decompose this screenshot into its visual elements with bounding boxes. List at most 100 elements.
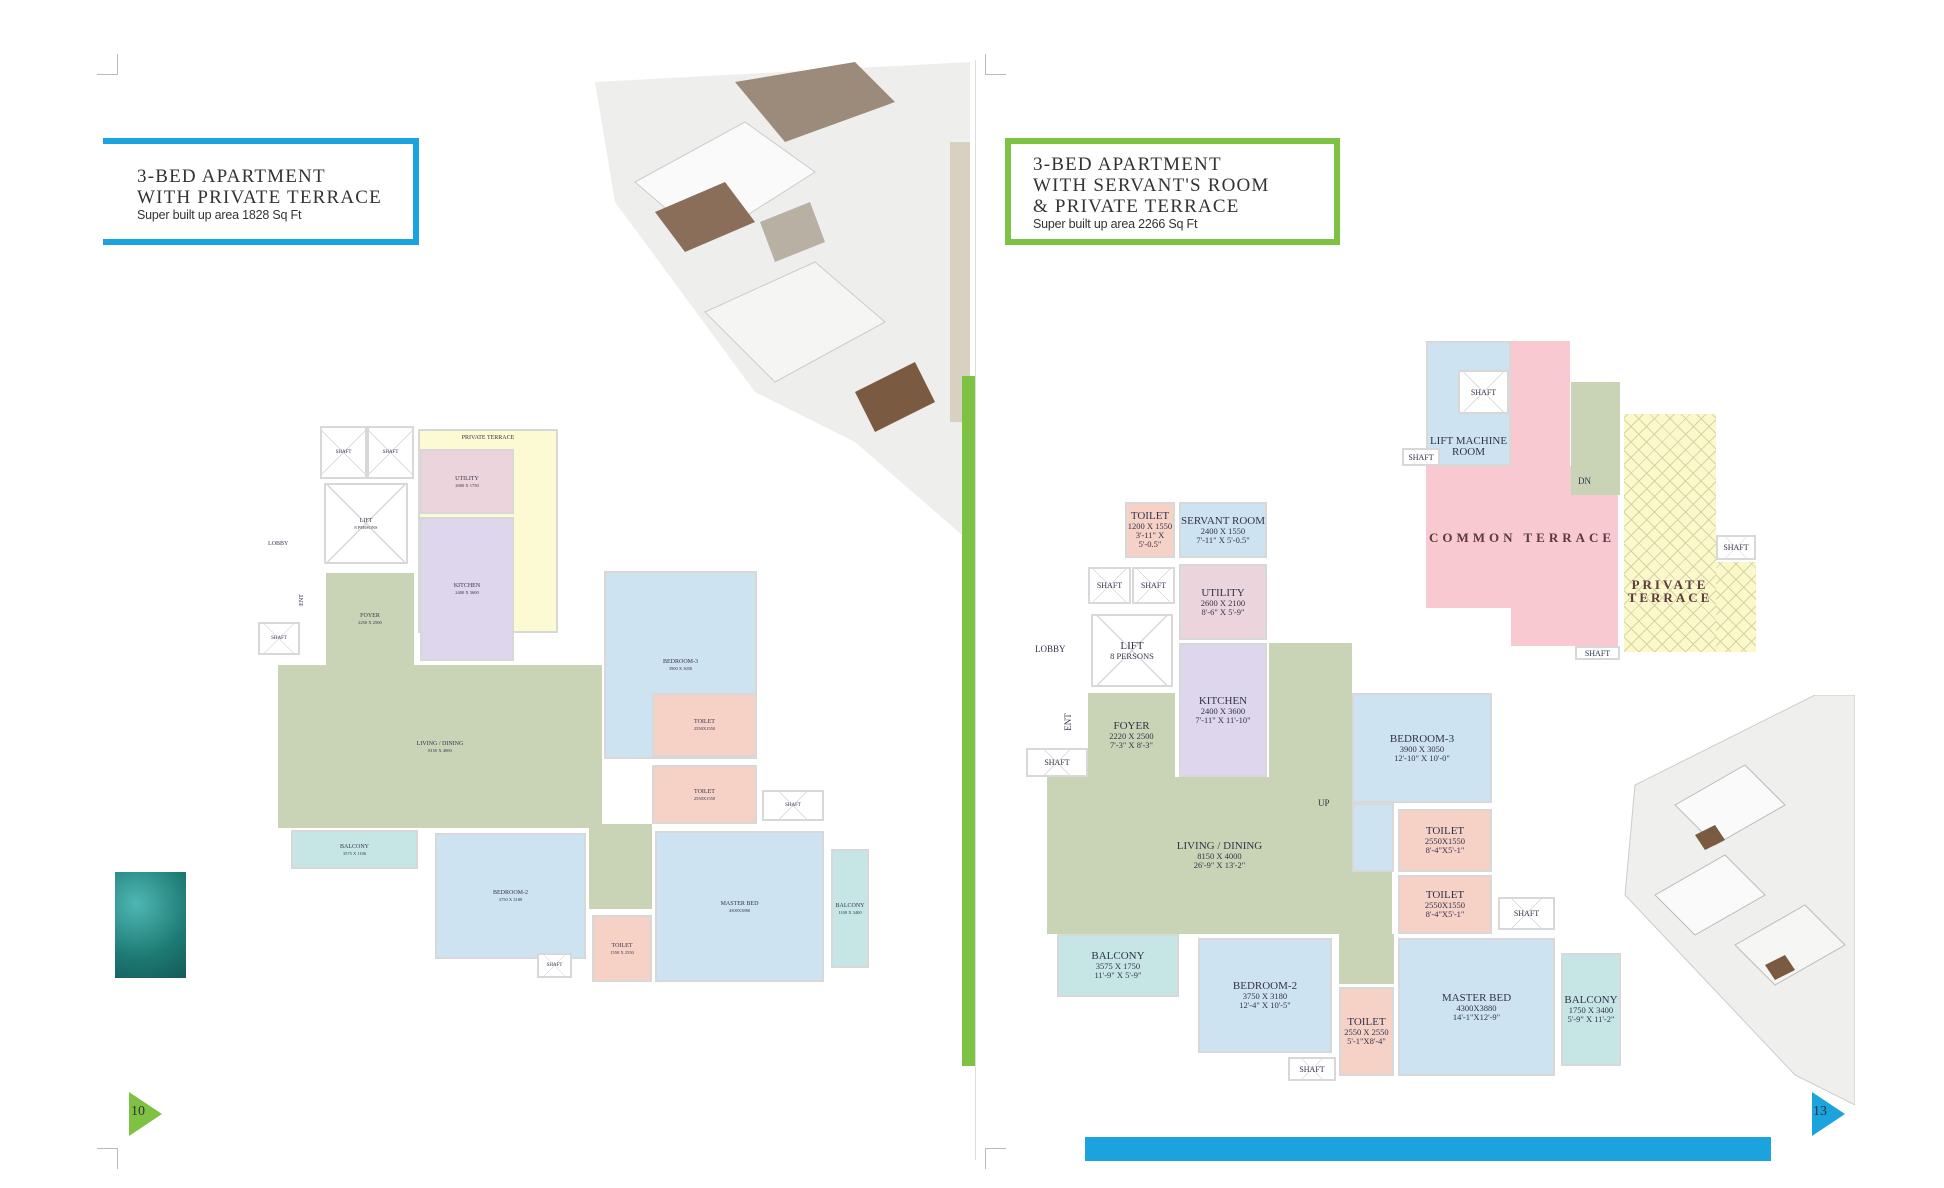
room-shaft: SHAFT <box>367 426 414 479</box>
crop-mark <box>97 54 118 75</box>
room-shaft: SHAFT <box>258 622 300 655</box>
right-page-number: 13 <box>1813 1104 1827 1119</box>
room-dimensions-mm: 3900 X 3050 <box>1399 743 1445 754</box>
room-dimensions-ft: 7'-3" X 8'-3" <box>1109 739 1154 750</box>
room-dimensions-ft: 14'-1"X12'-9" <box>1452 1011 1501 1022</box>
right-lobby-label: LOBBY <box>1035 644 1066 654</box>
room-dimensions-mm: 2250 X 2500 <box>358 620 382 625</box>
room-dimensions-mm: 2550 X 2550 <box>1344 1027 1389 1037</box>
room-name: LIFT <box>359 517 373 524</box>
room-shaft: SHAFT <box>1575 646 1620 660</box>
room-dimensions-mm: 8 PERSONS <box>354 524 378 530</box>
room-name: KITCHEN <box>453 583 481 589</box>
room-name: BALCONY <box>339 843 369 850</box>
room-dimensions-mm: 8 PERSONS <box>1110 650 1154 661</box>
room-name: FOYER <box>360 613 380 619</box>
room-name: SHAFT <box>1584 648 1611 658</box>
room-name: TOILET <box>1347 1016 1386 1028</box>
room-living <box>1339 934 1394 984</box>
room-name: SHAFT <box>335 450 352 455</box>
room-dimensions-ft: 12'-10" X 10'-0" <box>1394 752 1450 763</box>
room-shaft: SHAFT <box>1458 370 1509 414</box>
room-dimensions-ft: 8'-6" X 5'-9" <box>1201 606 1245 617</box>
room-dimensions-mm: 2550X1550 <box>693 795 716 801</box>
right-entrance-label: ENT <box>1062 713 1073 731</box>
room-shaft: SHAFT <box>320 426 367 479</box>
room-shaft: SHAFT <box>1288 1057 1336 1081</box>
room-name: BEDROOM-2 <box>492 890 528 896</box>
room-name: SHAFT <box>1513 909 1540 918</box>
room-name: BALCONY <box>1564 994 1618 1006</box>
right-title-line-2: WITH SERVANT'S ROOM <box>1033 175 1270 196</box>
room-dimensions-mm: 2400 X 1550 <box>1200 525 1246 536</box>
right-title-box: 3-BED APARTMENT WITH SERVANT'S ROOM & PR… <box>1005 138 1340 245</box>
room-hatch <box>1716 562 1756 652</box>
room-name: LIFT MACHINE ROOM <box>1429 435 1508 458</box>
room-name: TOILET <box>1130 510 1170 522</box>
room-name: TOILET <box>694 788 715 795</box>
room-private-terrace: PRIVATE TERRACE <box>1624 414 1716 652</box>
room-shaft: SHAFT <box>762 790 824 821</box>
room-name: TOILET <box>1425 825 1465 837</box>
left-title-line-1: 3-BED APARTMENT <box>137 166 326 187</box>
room-dimensions-mm: 2220 X 2500 <box>1109 730 1154 741</box>
room-dimensions-mm: 4300X3880 <box>728 907 751 913</box>
crop-mark <box>985 1148 1006 1169</box>
room-name: SERVANT ROOM <box>1181 514 1265 527</box>
room-shaft: SHAFT <box>1026 748 1088 777</box>
room-dimensions-ft: 5'-1"X8'-4" <box>1347 1036 1386 1046</box>
room-name: BEDROOM-3 <box>662 659 698 665</box>
left-page-number: 10 <box>131 1104 145 1119</box>
room-dimensions-ft: 5'-9" X 11'-2" <box>1567 1014 1615 1024</box>
right-page-marker <box>1812 1092 1845 1136</box>
room-name: SHAFT <box>1044 758 1070 767</box>
room-dimensions-mm: 2600 X 1750 <box>455 482 479 488</box>
room-living <box>589 824 652 909</box>
room-name: SHAFT <box>1140 581 1167 590</box>
green-accent-bar <box>962 376 975 1066</box>
room-shaft: SHAFT <box>1498 897 1555 930</box>
room-name: KITCHEN <box>1198 694 1248 707</box>
room-dimensions-mm: 4300X3880 <box>1456 1002 1497 1013</box>
right-subtitle: Super built up area 2266 Sq Ft <box>1033 217 1198 231</box>
room-name: SHAFT <box>546 963 563 968</box>
crop-mark <box>985 54 1006 75</box>
room-name: SHAFT <box>1470 387 1497 397</box>
room-name: PRIVATE TERRACE <box>461 435 515 441</box>
room-name: SHAFT <box>382 450 399 455</box>
room-name: TOILET <box>1425 889 1465 901</box>
room-dimensions-mm: 8150 X 4000 <box>428 747 452 753</box>
room-dimensions-mm: 1100 X 3400 <box>838 909 862 915</box>
room-dimensions-mm: 3750 X 3180 <box>1242 991 1288 1001</box>
left-lobby-label: LOBBY <box>268 541 289 547</box>
room-dimensions-mm: 3900 X 3050 <box>668 666 693 671</box>
left-title-line-2: WITH PRIVATE TERRACE <box>137 187 382 208</box>
room-name: SHAFT <box>1408 452 1434 462</box>
left-page-marker <box>129 1092 162 1136</box>
room-dimensions-mm: 2550X1550 <box>1424 900 1466 910</box>
room-name: UTILITY <box>455 475 479 482</box>
room-dimensions-mm: 3750 X 3180 <box>498 897 523 902</box>
isometric-render-image <box>595 62 970 542</box>
room-dimensions-ft: 7'-11" X 5'-0.5" <box>1196 534 1250 545</box>
left-entrance-label: ENT <box>298 594 305 606</box>
right-title-line-1: 3-BED APARTMENT <box>1033 154 1222 175</box>
stair-down-label: DN <box>1578 476 1591 486</box>
room-dimensions-mm: 8150 X 4000 <box>1197 851 1242 861</box>
room-shaft: SHAFT <box>1716 535 1756 560</box>
room-name: BALCONY <box>835 902 865 909</box>
